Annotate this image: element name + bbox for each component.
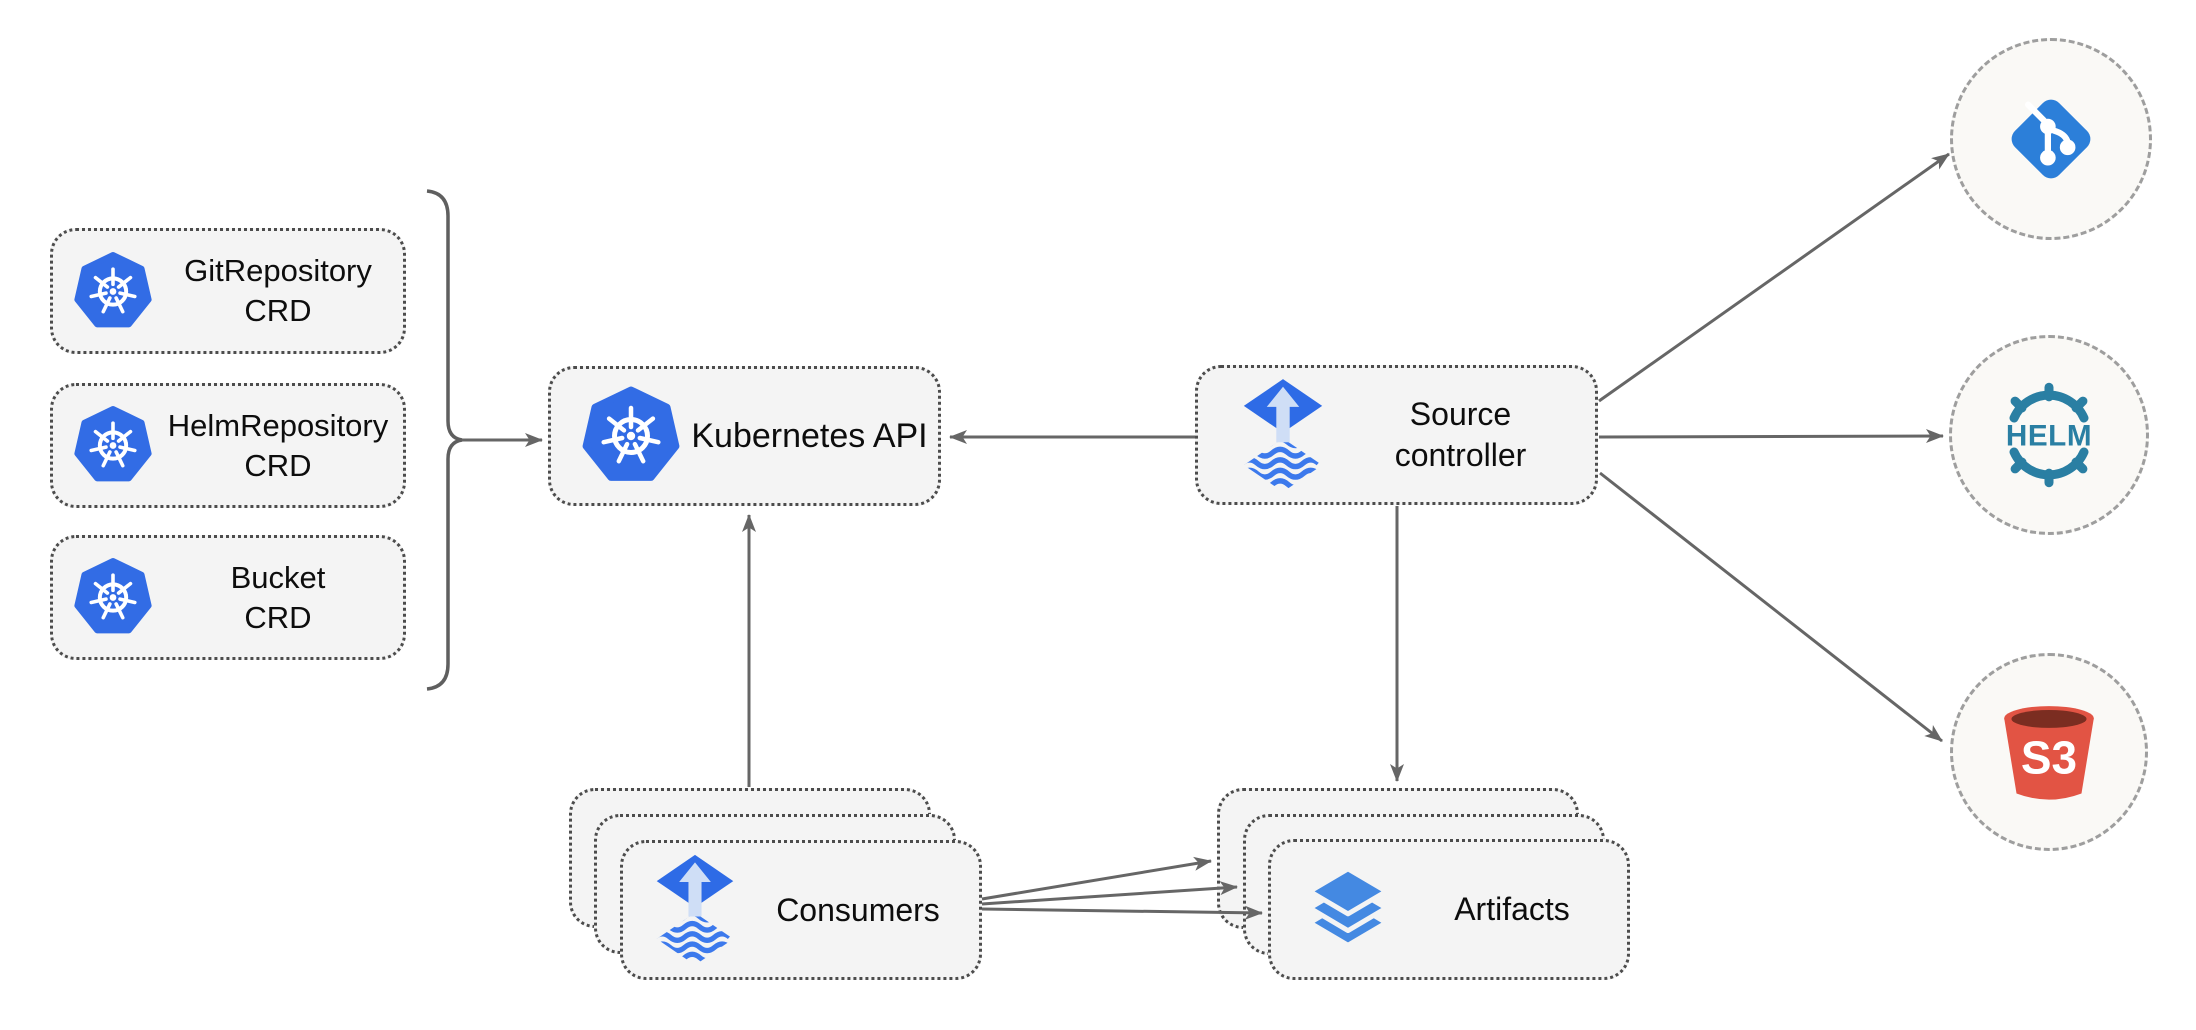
flux-icon <box>653 853 737 967</box>
s3-bucket-icon: S3 <box>2004 706 2094 800</box>
arrow-source-controller-to-helm <box>1598 429 1944 444</box>
arrow-consumers-to-artifacts-2 <box>981 881 1238 906</box>
external-helm: HELM <box>1949 335 2149 535</box>
git-icon <box>2011 99 2091 179</box>
node-artifacts: Artifacts <box>1268 839 1630 980</box>
external-s3: S3 <box>1950 653 2148 851</box>
node-label: Artifacts <box>1454 891 1570 927</box>
kubernetes-icon <box>581 384 681 488</box>
kubernetes-icon <box>73 404 153 487</box>
external-git <box>1950 38 2152 240</box>
helm-label: HELM <box>2006 420 2092 453</box>
kubernetes-icon <box>73 556 153 639</box>
kubernetes-icon <box>73 250 153 333</box>
s3-label: S3 <box>2021 731 2077 783</box>
arrow-source-controller-to-git <box>1598 152 1950 403</box>
arrow-source-controller-to-s3 <box>1599 471 1943 743</box>
node-label: Kubernetes API <box>691 417 928 455</box>
layers-icon <box>1299 861 1397 959</box>
crd-group-brace <box>426 189 463 691</box>
arrow-consumers-to-artifacts-1 <box>981 856 1212 901</box>
helm-icon: HELM <box>2006 382 2092 488</box>
node-consumers: Consumers <box>620 840 982 980</box>
node-kubernetes-api: Kubernetes API <box>548 366 941 506</box>
node-label: Consumers <box>776 891 940 928</box>
flux-icon <box>1240 377 1326 494</box>
